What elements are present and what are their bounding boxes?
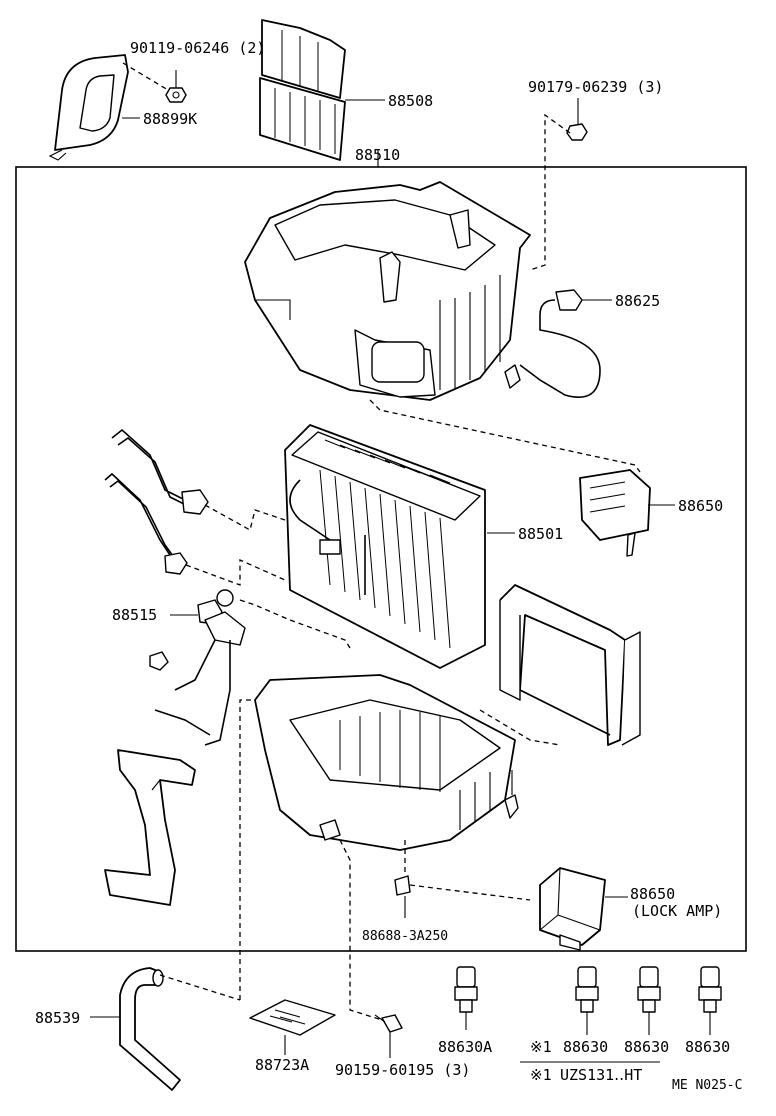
screw-bottom-part [374,1014,403,1033]
label-housing-assy: 88510 [355,146,400,164]
drain-hose-part [119,967,181,1091]
clip-part [394,875,411,896]
label-label-sheet: 88723A [255,1056,309,1074]
label-pressure-switch-3: 88630 [685,1038,730,1056]
label-bolt-top: 90119-06246 (2) [130,39,265,57]
label-pressure-switch-a: 88630A [438,1038,492,1056]
pressure-switch-2-part [637,966,661,1013]
label-note-mark: ※1 [530,1066,552,1084]
assembly-frame [15,166,747,952]
label-bracket: 88899K [143,110,197,128]
evaporator-part [284,424,486,669]
nut-part [165,87,187,103]
hose-part [104,749,196,906]
label-thermistor: 88625 [615,292,660,310]
lock-amp-part [539,867,606,951]
nut-right-part [566,123,588,141]
label-pressure-switch-1: 88630 [563,1038,608,1056]
label-expansion-valve: 88515 [112,606,157,624]
lower-case-part [254,674,516,851]
label-filter: 88508 [388,92,433,110]
label-nut-top-right: 90179-06239 (3) [528,78,663,96]
pressure-switch-3-part [698,966,722,1013]
amplifier-part [579,469,651,557]
thermistor-part [504,289,601,398]
pressure-switch-1-part [575,966,599,1013]
filter-part [259,19,346,161]
label-lock-amp: 88650 [630,885,675,903]
label-pressure-switch-2: 88630 [624,1038,669,1056]
expansion-valve-part [149,589,246,746]
label-diagram-code: ME N025-C [672,1078,742,1093]
label-sheet-part [249,999,336,1036]
label-clip: 88688-3A250 [362,929,448,944]
label-note-text: UZS131‥HT [560,1066,642,1084]
label-pressure-switch-1-mark: ※1 [530,1038,552,1056]
duct-part [499,584,641,746]
bracket-part [48,54,129,161]
label-amplifier: 88650 [678,497,723,515]
upper-case-part [244,181,531,401]
pressure-switch-a-part [454,966,478,1013]
label-lock-amp-note: (LOCK AMP) [632,902,722,920]
pipe-part [104,428,209,575]
screw-part [504,770,519,819]
label-screw-bottom: 90159-60195 (3) [335,1061,470,1079]
label-drain-hose: 88539 [35,1009,80,1027]
label-evaporator: 88501 [518,525,563,543]
